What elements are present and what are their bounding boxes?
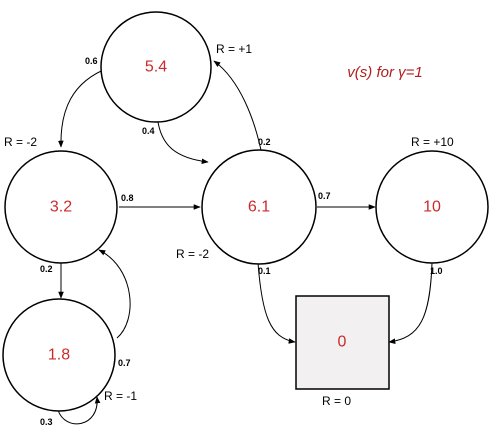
prob-right-to-terminal: 1.0: [430, 266, 443, 276]
prob-center-to-terminal: 0.1: [258, 266, 271, 276]
state-left-circle: [4, 150, 118, 264]
state-left-value: 3.2: [50, 199, 72, 216]
edge-right-to-terminal: [388, 262, 433, 344]
edge-bottom-self: [57, 396, 101, 425]
edge-top-to-left: [58, 67, 109, 148]
state-terminal-value: 0: [338, 334, 347, 351]
prob-bottom-to-left: 0.7: [118, 358, 131, 368]
prob-top-to-left: 0.6: [85, 56, 98, 66]
state-center-value: 6.1: [248, 199, 270, 216]
reward-left: R = -2: [4, 135, 37, 149]
state-top-circle: [100, 11, 212, 123]
prob-bottom-self: 0.3: [40, 417, 53, 427]
reward-center: R = -2: [176, 247, 209, 261]
state-center: 6.1: [201, 149, 317, 265]
diagram-title: v(s) for γ=1: [347, 64, 422, 81]
state-top: 5.4: [100, 11, 212, 123]
state-terminal-box: [295, 295, 390, 390]
prob-left-to-center: 0.8: [121, 193, 134, 203]
prob-center-to-top: 0.2: [258, 137, 271, 147]
state-bottom-circle: [2, 298, 116, 412]
state-top-value: 5.4: [145, 59, 167, 76]
edge-center-to-top: [213, 60, 263, 156]
state-center-circle: [201, 149, 317, 265]
state-right: 10: [375, 150, 489, 264]
state-terminal: 0: [295, 295, 390, 390]
edge-top-to-center: [157, 121, 209, 165]
edge-bottom-to-left: [98, 249, 131, 339]
state-bottom-value: 1.8: [48, 347, 70, 364]
state-bottom: 1.8: [2, 298, 116, 412]
state-right-circle: [375, 150, 489, 264]
reward-terminal: R = 0: [322, 394, 351, 408]
edge-center-to-terminal: [257, 262, 296, 344]
state-right-value: 10: [423, 199, 441, 216]
prob-center-to-right: 0.7: [318, 191, 331, 201]
reward-top: R = +1: [216, 42, 252, 56]
reward-right: R = +10: [411, 135, 454, 149]
reward-bottom: R = -1: [104, 389, 137, 403]
state-left: 3.2: [4, 150, 118, 264]
prob-top-to-center: 0.4: [142, 126, 155, 136]
prob-left-to-bottom: 0.2: [40, 264, 53, 274]
